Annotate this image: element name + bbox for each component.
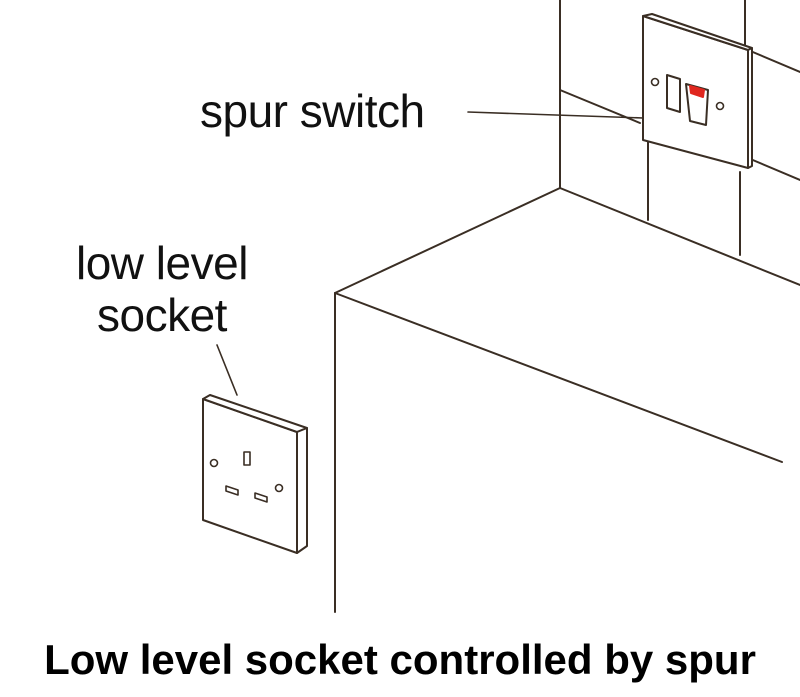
low-level-socket-label: low level socket [76,237,248,341]
socket-label-line-1: low level [76,237,248,289]
spur-switch [642,13,753,169]
diagram-caption: Low level socket controlled by spur [44,636,756,683]
worktop-cabinet [334,187,783,613]
spur-switch-label: spur switch [200,85,425,137]
spur-switch-leader [467,111,644,119]
low-level-socket [202,394,308,554]
wall-tiles [559,0,800,286]
socket-label-line-2: socket [96,288,227,341]
socket-leader [216,344,238,396]
